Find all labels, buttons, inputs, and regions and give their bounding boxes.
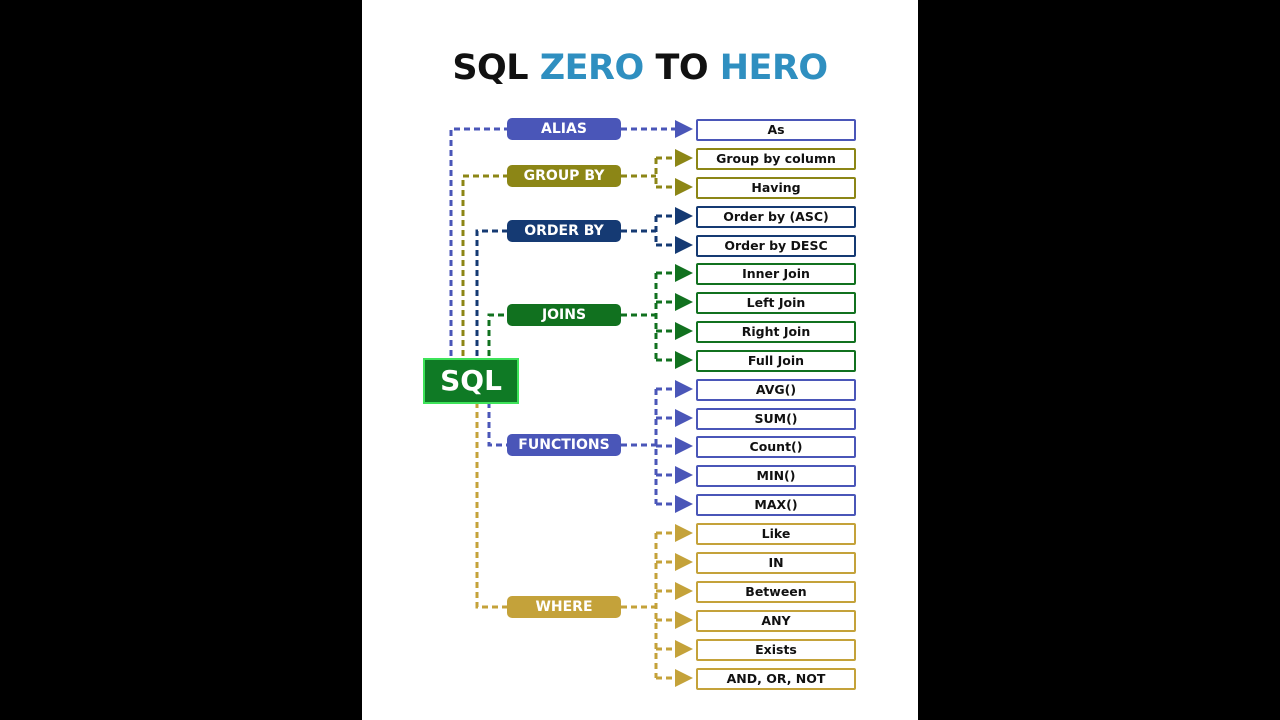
- leaf-group-by-column: Group by column: [696, 148, 856, 170]
- category-where: WHERE: [507, 596, 621, 618]
- leaf-min: MIN(): [696, 465, 856, 487]
- leaf-any: ANY: [696, 610, 856, 632]
- page-title: SQL ZERO TO HERO: [452, 48, 828, 88]
- leaf-order-by-desc: Order by DESC: [696, 235, 856, 257]
- leaf-order-by-asc: Order by (ASC): [696, 206, 856, 228]
- leaf-avg: AVG(): [696, 379, 856, 401]
- leaf-max: MAX(): [696, 494, 856, 516]
- leaf-between: Between: [696, 581, 856, 603]
- leaf-sum: SUM(): [696, 408, 856, 430]
- leaf-in: IN: [696, 552, 856, 574]
- leaf-having: Having: [696, 177, 856, 199]
- leaf-right-join: Right Join: [696, 321, 856, 343]
- category-alias: ALIAS: [507, 118, 621, 140]
- leaf-full-join: Full Join: [696, 350, 856, 372]
- sql-root-node: SQL: [423, 358, 519, 404]
- category-functions: FUNCTIONS: [507, 434, 621, 456]
- category-group-by: GROUP BY: [507, 165, 621, 187]
- leaf-left-join: Left Join: [696, 292, 856, 314]
- leaf-like: Like: [696, 523, 856, 545]
- category-order-by: ORDER BY: [507, 220, 621, 242]
- leaf-inner-join: Inner Join: [696, 263, 856, 285]
- leaf-and-or-not: AND, OR, NOT: [696, 668, 856, 690]
- leaf-count: Count(): [696, 436, 856, 458]
- leaf-as: As: [696, 119, 856, 141]
- leaf-exists: Exists: [696, 639, 856, 661]
- category-joins: JOINS: [507, 304, 621, 326]
